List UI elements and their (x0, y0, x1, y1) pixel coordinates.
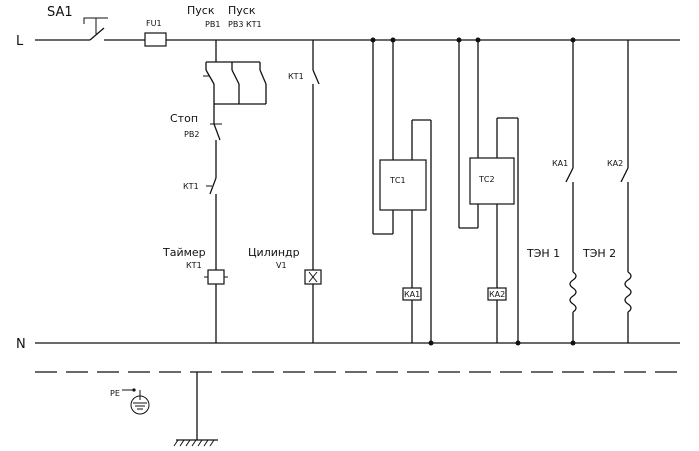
ground-connection (173, 372, 218, 447)
heater-1-label: ТЭН 1 (526, 247, 560, 260)
heater-1-element (569, 271, 577, 313)
ka1-coil-label: КА1 (404, 290, 420, 299)
fuse-label: FU1 (146, 19, 162, 28)
start-label-2: Пуск (228, 4, 256, 17)
contact-rb2-label: РВ2 (184, 130, 199, 139)
temperature-controller-tc2-circuit (456, 37, 521, 346)
heater-2-label: ТЭН 2 (582, 247, 616, 260)
contact-rb3-kt1-label: РВ3 КТ1 (228, 20, 262, 29)
ka2-contact-label: КА2 (607, 159, 623, 168)
tc2-label: ТС2 (478, 175, 495, 184)
heater-2-circuit (620, 40, 632, 343)
line-rail-label: L (16, 34, 24, 49)
tc1-label: ТС1 (389, 176, 406, 185)
ka2-coil-label: КА2 (489, 290, 505, 299)
contact-rb1-label: РВ1 (205, 20, 220, 29)
pe-earth-symbol (122, 388, 150, 415)
contact-kt1-mid-label: КТ1 (288, 72, 304, 81)
cylinder-code: V1 (276, 261, 287, 270)
timer-code: КТ1 (186, 261, 202, 270)
control-branch-cylinder (304, 40, 322, 343)
ka1-contact-label: КА1 (552, 159, 568, 168)
tc2-block (469, 157, 515, 205)
timer-coil (207, 269, 225, 285)
neutral-rail-label: N (16, 337, 26, 352)
fuse-fu1 (144, 32, 167, 47)
heater-1-circuit (565, 37, 577, 346)
contact-kt1-left-label: КТ1 (183, 182, 199, 191)
tc1-block (379, 159, 427, 211)
pe-label: PE (110, 389, 120, 398)
stop-label: Стоп (170, 112, 198, 125)
start-label-1: Пуск (187, 4, 215, 17)
main-switch-label: SA1 (47, 5, 73, 20)
control-branch-timer (203, 40, 267, 343)
heater-2-element (624, 271, 632, 313)
timer-name: Таймер (162, 246, 206, 259)
temperature-controller-tc1-circuit (370, 37, 434, 346)
main-switch-sa1 (83, 17, 108, 41)
cylinder-name: Цилиндр (248, 246, 300, 259)
